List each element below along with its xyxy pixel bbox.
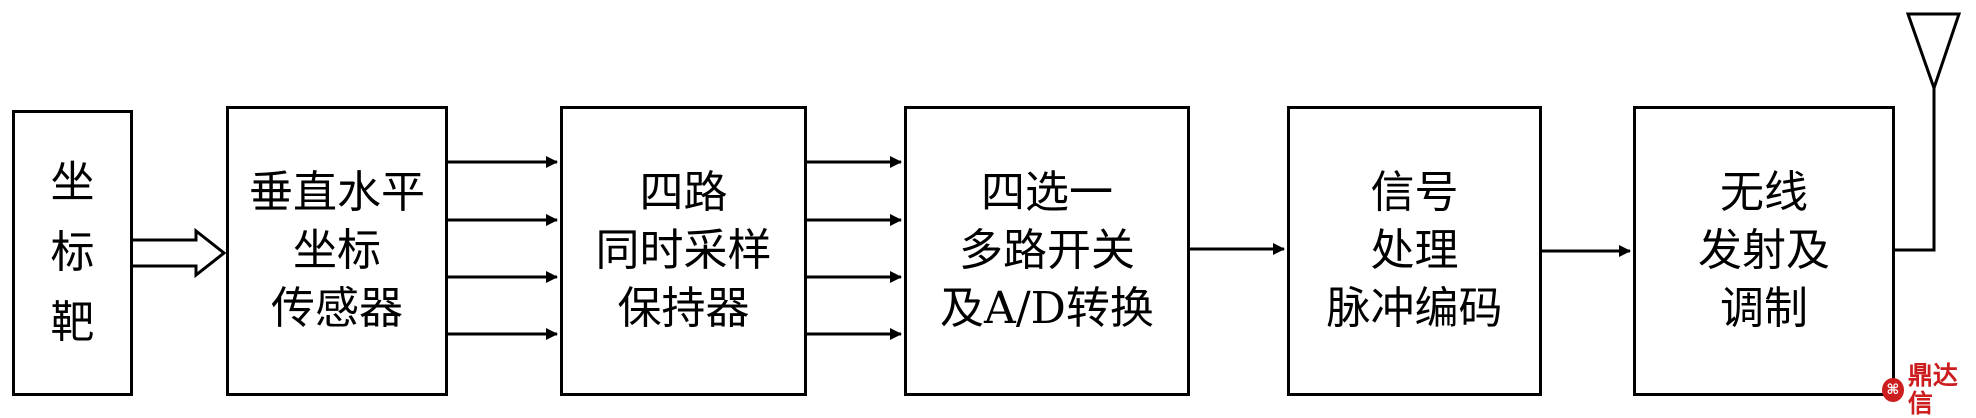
- block-mux-adc: 四选一 多路开关 及A/D转换: [904, 106, 1190, 396]
- block-label-line: 调制: [1720, 283, 1808, 334]
- block-label-line: 传感器: [271, 283, 403, 334]
- block-sample-hold: 四路 同时采样 保持器: [560, 106, 807, 396]
- block-label-line: 脉冲编码: [1326, 283, 1503, 334]
- block-label-line: 保持器: [617, 283, 750, 334]
- block-label-line: 标: [50, 227, 95, 278]
- block-label-line: 信号: [1370, 167, 1459, 218]
- connections-layer: [133, 12, 1962, 340]
- block-label-line: 四路: [639, 167, 728, 218]
- block-label-line: 发射及: [1698, 225, 1830, 276]
- block-sensor: 垂直水平 坐标 传感器: [226, 106, 448, 396]
- arrows-samplehold-to-mux: [807, 156, 902, 340]
- watermark-text: 鼎达信: [1907, 361, 1958, 418]
- arrows-sensor-to-samplehold: [448, 156, 558, 340]
- block-signal-processing: 信号 处理 脉冲编码: [1287, 106, 1542, 396]
- block-label-line: 四选一: [981, 167, 1113, 218]
- watermark: ⌘ 鼎达信: [1882, 362, 1976, 418]
- block-label-line: 无线: [1720, 167, 1808, 218]
- block-label-line: 坐: [50, 157, 95, 208]
- block-label-line: 坐标: [293, 225, 381, 276]
- block-label-line: 处理: [1370, 225, 1459, 276]
- block-label-line: 多路开关: [959, 225, 1135, 276]
- block-label-line: 及A/D转换: [940, 283, 1154, 334]
- logo-icon: ⌘: [1882, 378, 1904, 402]
- block-label-line: 同时采样: [595, 225, 772, 276]
- block-target: 坐 标 靶: [12, 110, 133, 396]
- block-label-line: 靶: [50, 297, 95, 348]
- block-wireless-transmitter: 无线 发射及 调制: [1633, 106, 1895, 396]
- hollow-arrow: [133, 227, 227, 279]
- antenna-icon: [1895, 12, 1962, 252]
- block-label-line: 垂直水平: [249, 167, 425, 218]
